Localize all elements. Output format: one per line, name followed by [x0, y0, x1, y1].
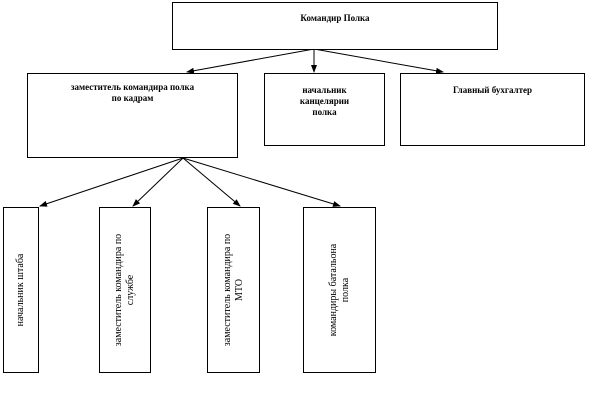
chief-accountant-label: Главный бухгалтер — [452, 85, 533, 95]
battalion-commanders-label-line-2: полка — [339, 277, 351, 303]
deputy-logistics-label-line-2: МТО — [233, 278, 245, 302]
arrow-deputy-to-chief-of-staff — [39, 157, 184, 207]
box-deputy-commander-personnel: заместитель командира полка по кадрам — [27, 73, 238, 158]
box-deputy-commander-logistics: заместитель командира по МТО — [207, 207, 260, 373]
deputy-service-label-line-2: службе — [125, 274, 136, 306]
root-label: Командир Полка — [300, 13, 370, 23]
arrow-deputy-to-deputy-service — [132, 157, 184, 207]
deputy-personnel-label-line-1: заместитель командира полка — [70, 82, 195, 92]
box-office-chief: начальник канцелярии полка — [264, 73, 385, 146]
box-chief-of-staff: начальник штаба — [3, 207, 39, 373]
chief-of-staff-label-line-1: начальник штаба — [15, 253, 26, 327]
deputy-logistics-label-line-1: заместитель командира по — [221, 233, 233, 347]
deputy-personnel-label-line-2: по кадрам — [111, 93, 154, 103]
office-chief-label-line-1: начальник — [302, 85, 347, 95]
root-box-regiment-commander: Командир Полка — [172, 2, 498, 50]
arrow-deputy-to-battalion-commanders — [182, 157, 341, 207]
box-battalion-commanders: командиры батальона полка — [303, 207, 376, 373]
arrow-root-to-deputy-personnel — [186, 48, 315, 74]
arrow-root-to-chief-accountant — [313, 48, 444, 74]
box-chief-accountant: Главный бухгалтер — [400, 73, 585, 146]
battalion-commanders-label-line-1: командиры батальона — [327, 243, 339, 337]
box-deputy-commander-service: заместитель командира по службе — [99, 207, 151, 373]
deputy-service-label-line-1: заместитель командира по — [113, 233, 124, 347]
office-chief-label-line-2: канцелярии — [299, 96, 350, 106]
office-chief-label-line-3: полка — [312, 107, 337, 117]
arrow-deputy-to-deputy-logistics — [182, 157, 241, 207]
